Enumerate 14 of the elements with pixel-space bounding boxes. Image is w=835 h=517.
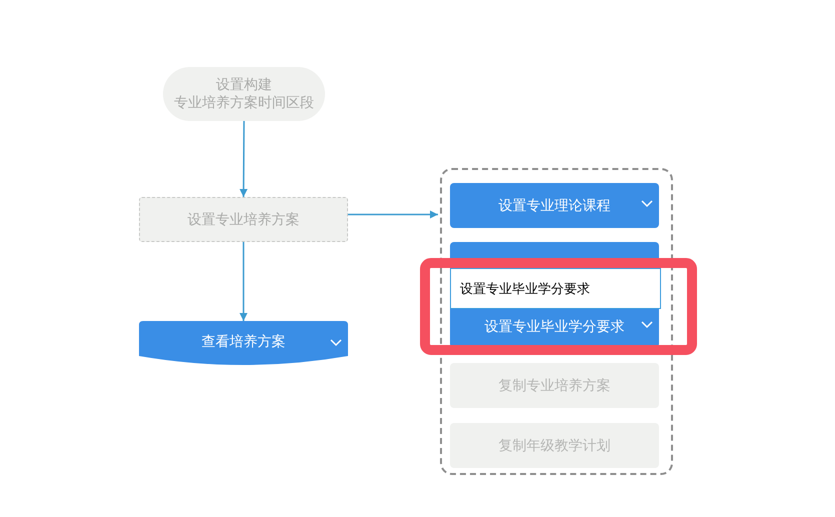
step-label: 查看培养方案 bbox=[202, 332, 286, 350]
step-label: 设置专业理论课程 bbox=[498, 196, 610, 214]
arrow bbox=[240, 242, 248, 321]
step-label: 复制专业培养方案 bbox=[498, 376, 610, 394]
arrow bbox=[348, 210, 438, 218]
arrow bbox=[240, 121, 248, 197]
edit-tooltip: 设置专业毕业学分要求 bbox=[450, 268, 661, 309]
step-label: 设置专业培养方案 bbox=[188, 210, 300, 228]
step-label: 设置专业毕业学分要求 bbox=[484, 318, 624, 336]
step-box bbox=[450, 183, 659, 228]
step-label: 设置构建专业培养方案时间区段 bbox=[174, 76, 314, 112]
document-box bbox=[139, 321, 348, 368]
step-label: 复制年级教学计划 bbox=[498, 436, 610, 454]
step-box bbox=[139, 197, 348, 242]
